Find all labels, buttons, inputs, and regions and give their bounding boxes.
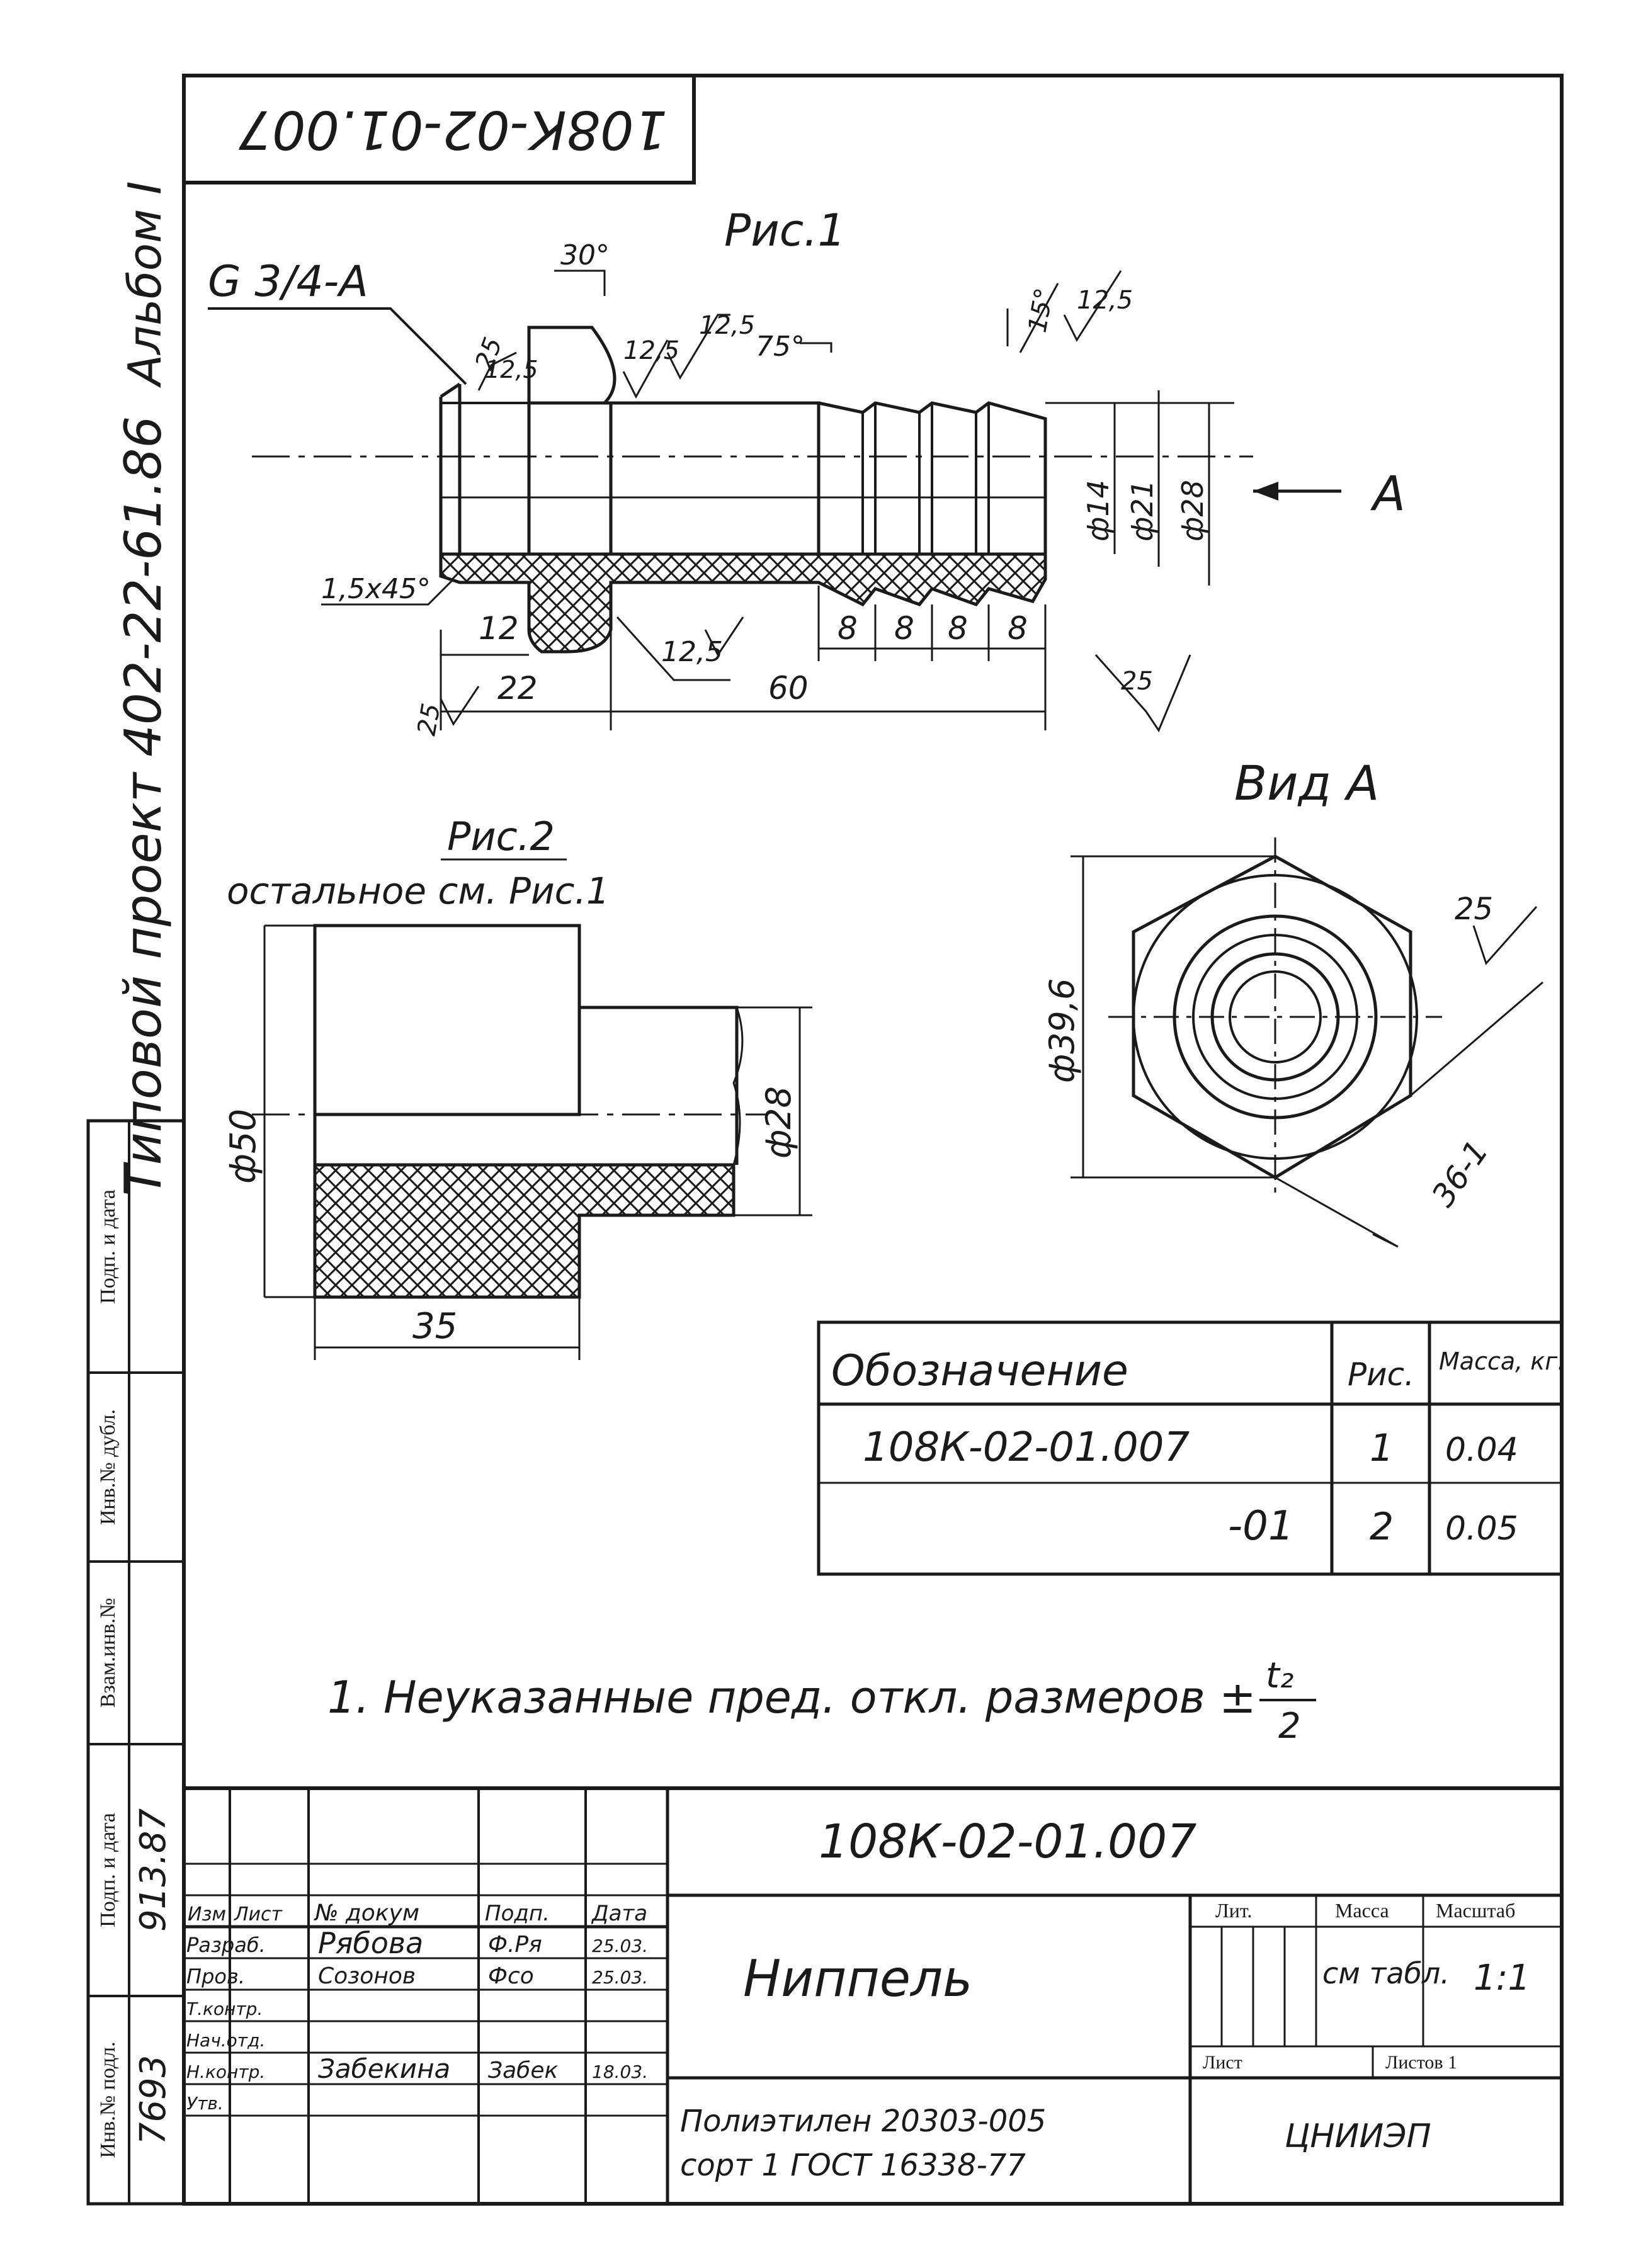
album-label: Альбом I	[118, 181, 171, 388]
tb-person-2: Созонов	[318, 1963, 416, 1989]
fig1-dim-8b: 8	[894, 610, 914, 647]
stamp-sign-date-value: 913.87	[133, 1808, 174, 1932]
tb-sheets-label: Листов 1	[1385, 2052, 1457, 2073]
stamp-inv-number: 7693	[133, 2055, 174, 2145]
tb-sign-2: Фсо	[488, 1963, 534, 1989]
table-header-mass: Масса, кг.	[1439, 1347, 1565, 1375]
fig1-d28: ф28	[1176, 480, 1210, 541]
note-text: 1. Неуказанные пред. откл. размеров ±	[327, 1672, 1256, 1723]
note-frac-bottom: 2	[1278, 1706, 1301, 1747]
fig1-roughness-a: 12,5	[699, 311, 755, 340]
fig1-roughness-c: 12,5	[1077, 286, 1133, 315]
tb-date-2: 25.03.	[592, 1967, 648, 1988]
tb-role-4: Нач.отд.	[186, 2030, 265, 2051]
tb-h-izm: Изм	[188, 1903, 226, 1925]
stamp-label-repl-inv: Взам.инв.№	[96, 1598, 120, 1708]
tb-role-3: Т.контр.	[186, 1999, 263, 2019]
fig2-title: Рис.2	[447, 814, 555, 859]
tb-role-1: Разраб.	[186, 1933, 266, 1957]
fig1-dim-8a: 8	[838, 610, 858, 647]
fig1-roughness-b: 12,5	[623, 336, 679, 365]
fig1-dim-22: 22	[497, 670, 538, 706]
tb-h-doc: № докум	[314, 1900, 419, 1926]
project-label: Типовой проект 402-22-61.86	[114, 416, 173, 1196]
tb-person-1: Рябова	[318, 1926, 423, 1960]
figure-1: Рис.1 G 3/4-А А 30° 75° 15° 12	[208, 205, 1406, 738]
tb-sign-1: Ф.Ря	[488, 1932, 542, 1958]
stamp-label-sign-date-2: Подп. и дата	[96, 1813, 120, 1927]
view-a-roughness: 25	[1455, 892, 1493, 927]
fig1-d14: ф14	[1081, 480, 1115, 541]
fig1-view-arrow: А	[1370, 465, 1406, 521]
fig1-d21: ф21	[1125, 480, 1159, 541]
table-row-1-code: 108К-02-01.007	[863, 1424, 1190, 1471]
tb-sheet-label: Лист	[1203, 2052, 1242, 2073]
tb-person-5: Забекина	[318, 2053, 450, 2084]
fig2-d28: ф28	[759, 1086, 798, 1159]
outer-frame	[182, 74, 1564, 2206]
title-block: 108К-02-01.007 Ниппель Полиэтилен 20303-…	[182, 1786, 1564, 2206]
fig1-angle-15: 15°	[1023, 286, 1060, 335]
fig1-dim-60: 60	[768, 670, 809, 706]
tb-org: ЦНИИЭП	[1285, 2118, 1431, 2155]
fig2-note: остальное см. Рис.1	[227, 870, 610, 912]
tb-scale-label: Масштаб	[1436, 1899, 1515, 1922]
fig2-dim-35: 35	[412, 1306, 457, 1347]
rotated-code: 108К-02-01.007	[239, 99, 667, 161]
stamp-label-inv-dup: Инв.№ дубл.	[96, 1409, 120, 1525]
fig1-dim-8d: 8	[1008, 610, 1028, 647]
tb-material-2: сорт 1 ГОСТ 16338-77	[680, 2148, 1026, 2183]
tb-h-date: Дата	[591, 1901, 647, 1926]
table-row-2-code: -01	[1228, 1503, 1294, 1550]
view-a-d396: ф39,6	[1042, 978, 1082, 1083]
tb-h-list: Лист	[234, 1903, 283, 1925]
table-row-2-mass: 0.05	[1445, 1510, 1518, 1548]
table-row-1-mass: 0.04	[1445, 1431, 1518, 1469]
tb-date-5: 18.03.	[592, 2061, 648, 2082]
tolerance-note: 1. Неуказанные пред. откл. размеров ± t₂…	[327, 1655, 1316, 1747]
tb-role-2: Пров.	[186, 1965, 245, 1988]
table-row-1-fig: 1	[1370, 1426, 1394, 1470]
tb-role-5: Н.контр.	[186, 2061, 265, 2082]
fig1-chamfer: 1,5х45°	[321, 573, 431, 605]
table-header-fig: Рис.	[1348, 1356, 1414, 1393]
tb-lit-label: Лит.	[1215, 1899, 1252, 1922]
tb-h-sign: Подп.	[485, 1901, 550, 1926]
tb-role-6: Утв.	[186, 2093, 224, 2114]
fig1-roughness-25-b: 25	[1121, 667, 1153, 696]
view-a: Вид А ф39,6 36-1 25	[1042, 755, 1543, 1248]
tb-sign-5: Забек	[488, 2058, 558, 2084]
view-a-s36: 36-1	[1424, 1134, 1496, 1213]
fig1-dim-12: 12	[479, 610, 519, 647]
figure-2: Рис.2 остальное см. Рис.1 ф50 ф28 35	[223, 814, 812, 1360]
side-stamp: Подп. и дата Инв.№ дубл. Взам.инв.№ Подп…	[86, 1119, 186, 2206]
tb-scale-value: 1:1	[1474, 1958, 1530, 1999]
table-row-2-fig: 2	[1370, 1505, 1394, 1549]
fig2-d50: ф50	[223, 1109, 264, 1184]
stamp-label-sign-date-1: Подп. и дата	[96, 1189, 120, 1304]
tb-mass-value: см табл.	[1322, 1956, 1450, 1990]
code-box	[182, 74, 696, 184]
fig1-angle-75: 75°	[756, 331, 805, 363]
fig1-roughness-d: 12,5	[661, 636, 723, 668]
fig1-dim-8c: 8	[948, 610, 968, 647]
fig1-roughness-e: 12,5	[485, 356, 538, 383]
tb-name: Ниппель	[743, 1949, 972, 2008]
fig1-title: Рис.1	[724, 205, 846, 256]
view-a-title: Вид А	[1234, 755, 1379, 811]
tb-doc-code: 108К-02-01.007	[819, 1815, 1196, 1869]
tb-mass-label: Масса	[1335, 1899, 1389, 1922]
tb-date-1: 25.03.	[592, 1936, 648, 1956]
note-frac-top: t₂	[1266, 1655, 1293, 1696]
stamp-label-inv-orig: Инв.№ подл.	[96, 2041, 120, 2158]
tb-material-1: Полиэтилен 20303-005	[680, 2104, 1046, 2139]
designation-table: Обозначение Рис. Масса, кг. 108К-02-01.0…	[817, 1320, 1565, 1576]
table-header-designation: Обозначение	[831, 1346, 1128, 1396]
fig1-thread: G 3/4-А	[208, 257, 368, 307]
fig1-angle-30: 30°	[560, 239, 610, 271]
